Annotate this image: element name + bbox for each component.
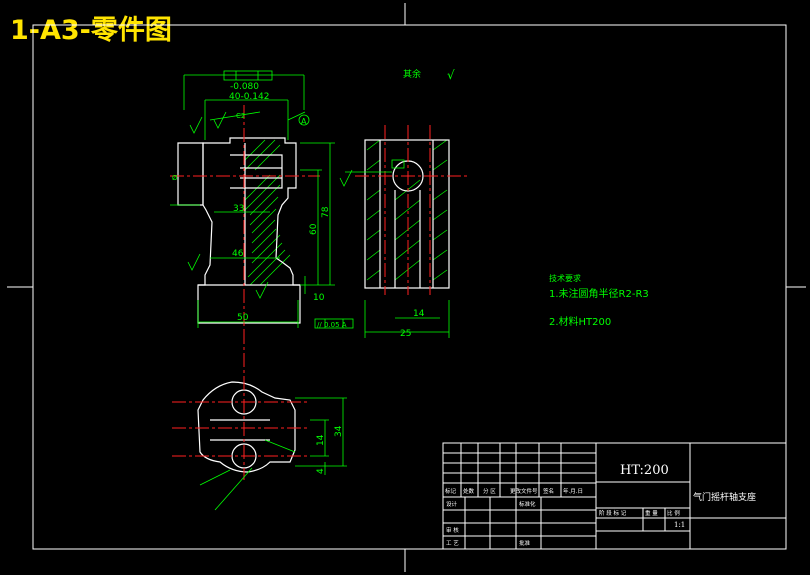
roughness-symbol-icon: √ [447,68,455,82]
tb-col-label-5: 年.月.日 [563,487,583,495]
datum-a-label: A [301,117,307,126]
front-width-46: 46 [232,249,244,259]
tb-col-label-1: 处数 [463,487,475,495]
drawing-frame [7,3,806,572]
title-block: HT:200 气门摇杆轴支座 1:1 标记 处数 分 区 更改文件号 签名 年.… [442,442,787,550]
tech-req-item-1: 1.未注圆角半径R2-R3 [549,287,649,300]
top-height-14: 14 [316,434,326,446]
title-block-part-name: 气门摇杆轴支座 [693,491,756,503]
front-top-tolerance-upper: -0.080 [230,82,259,92]
tb-col-label-2: 分 区 [483,487,496,495]
side-inner-14: 14 [413,309,425,319]
tb-weight-label: 重 量 [645,509,658,517]
front-top-tolerance-lower: 40-0.142 [229,92,269,102]
tb-row-mid-standard: 标准化 [519,500,536,508]
front-small-note-2: Ø [172,174,178,182]
title-block-material: HT:200 [620,463,669,478]
front-inner-33: 33 [233,204,244,214]
title-block-scale: 1:1 [674,521,685,529]
front-hatch [244,139,291,286]
front-width-50: 50 [237,313,249,323]
tb-row-mid-approve: 批准 [519,539,531,547]
tb-col-label-0: 标记 [445,487,457,495]
tb-stage-label: 阶 段 标 记 [599,509,627,517]
front-small-note-1: C2 [236,112,245,120]
roughness-note: 其余 √ [403,68,455,82]
front-height-60: 60 [309,223,319,235]
parallel-tolerance-frame: // 0.05 A [317,321,347,329]
front-small-10: 10 [313,293,325,303]
tech-req-heading: 技术要求 [549,273,581,283]
drawing-title-banner: 1-A3-零件图 [10,15,172,46]
tb-scale-label: 比 例 [667,509,680,517]
tb-col-label-4: 签名 [543,487,554,495]
front-view: C2 Ø -0.080 40-0.142 50 46 33 10 78 60 A… [170,70,354,330]
top-view: 34 14 4 [172,330,347,511]
front-height-78: 78 [321,206,331,218]
front-dimensions [170,74,335,328]
tb-row-label-design: 设计 [446,500,458,508]
tb-col-label-3: 更改文件号 [510,487,538,495]
side-width-25: 25 [400,329,411,339]
tb-row-label-review: 审 核 [446,526,459,534]
technical-requirements: 技术要求 1.未注圆角半径R2-R3 2.材料HT200 [549,273,649,328]
top-small-4: 4 [316,468,326,474]
top-height-34: 34 [334,425,344,437]
tb-row-label-process: 工 艺 [446,540,459,547]
side-view: 25 14 [339,125,470,339]
tech-req-item-2: 2.材料HT200 [549,315,611,328]
front-outline [177,137,301,324]
roughness-note-label: 其余 [403,68,421,80]
